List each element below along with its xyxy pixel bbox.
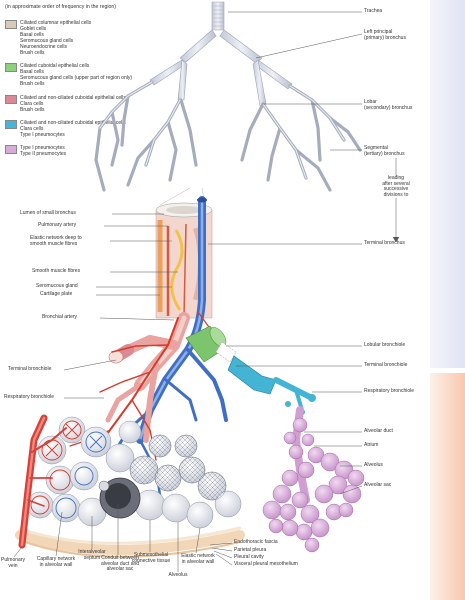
legend-line: Brush cells xyxy=(20,50,45,56)
legend-line: Brush cells xyxy=(20,81,45,87)
label-terminal-bronchiole-left: Terminal bronchiole xyxy=(8,366,52,372)
label-trachea: Trachea xyxy=(364,8,383,14)
legend-line: Ciliated and non-ciliated cuboidal epith… xyxy=(20,95,126,101)
legend-line: Ciliated cuboidal epithelial cells xyxy=(20,63,90,69)
label-alveolus-bottom: Alveolus xyxy=(168,572,188,578)
alveolar-duct-opening xyxy=(98,477,141,519)
label-lobular-bronchiole: Lobular bronchiole xyxy=(364,342,406,348)
legend-line: Type I pneumocytes xyxy=(20,145,65,151)
legend-line: Type I pneumocytes xyxy=(20,132,65,138)
label-cartilage-plate: Cartilage plate xyxy=(40,291,73,297)
pleura-layers xyxy=(15,526,245,558)
label-respiratory-bronchiole-left: Respiratory bronchiole xyxy=(4,394,55,400)
label-left-principal-bronchus: Left principal(primary) bronchus xyxy=(364,29,406,41)
label-atrium: Atrium xyxy=(364,442,379,448)
legend-line: Basal cells xyxy=(20,32,44,38)
legend-swatch xyxy=(5,120,17,129)
label-endothoracic-fascia: Endothoracic fascia xyxy=(234,539,278,545)
legend-line: Seromucous gland cells (upper part of re… xyxy=(20,75,133,81)
upper-airway-zone-band xyxy=(430,0,465,368)
legend-line: Seromucous gland cells xyxy=(20,38,74,44)
label-segmental-bronchus: Segmental(tertiary) bronchus xyxy=(364,145,405,157)
respiratory-bronchiole-segment xyxy=(227,355,316,415)
alveolar-sac-cluster xyxy=(262,406,365,553)
label-terminal-bronchiole-right: Terminal bronchiole xyxy=(364,362,408,368)
legend-swatch xyxy=(5,145,17,154)
label-pulmonary-artery: Pulmonary artery xyxy=(38,222,77,228)
label-smooth-muscle: Smooth muscle fibres xyxy=(32,268,81,274)
legend-line: Brush cells xyxy=(20,107,45,113)
label-bronchial-artery: Bronchial artery xyxy=(42,314,78,320)
legend-line: Type II pneumocytes xyxy=(20,151,67,157)
label-alveolar-duct: Alveolar duct xyxy=(364,428,393,434)
legend-line: Goblet cells xyxy=(20,26,47,32)
legend-line: Ciliated and non-ciliated cuboidal epith… xyxy=(20,120,126,126)
bronchial-tree xyxy=(149,1,293,107)
legend-swatch xyxy=(5,20,17,29)
respiratory-zone-band xyxy=(430,373,465,600)
legend-line: Clara cells xyxy=(20,101,44,107)
legend-text: Ciliated and non-ciliated cuboidal epith… xyxy=(20,95,126,113)
label-lobar-bronchus: Lobar(secondary) bronchus xyxy=(364,99,413,111)
label-respiratory-bronchiole-right: Respiratory bronchiole xyxy=(364,388,415,394)
legend-line: Basal cells xyxy=(20,69,44,75)
leader-lines xyxy=(13,11,400,572)
label-terminal-bronchus: Terminal bronchus xyxy=(364,240,405,246)
bronchial-branches xyxy=(94,80,362,192)
bronchial-branch-highlights xyxy=(99,81,345,179)
legend-line: Ciliated columnar epithelial cells xyxy=(20,20,92,26)
label-pleural-cavity: Pleural cavity xyxy=(234,554,264,560)
label-lumen-small-bronchus: Lumen of small bronchus xyxy=(20,210,76,216)
terminal-bronchiole-segment xyxy=(215,341,237,363)
legend-line: Neuroendocrine cells xyxy=(20,44,67,50)
legend-swatch xyxy=(5,95,17,104)
legend-swatch xyxy=(5,63,17,72)
capillary-network-blue xyxy=(55,431,107,519)
legend-header: (in approximate order of frequency in th… xyxy=(5,4,117,10)
label-seromucous-gland: Seromucous gland xyxy=(36,283,78,289)
bronchiole-cross-section xyxy=(108,350,124,364)
pulmonary-vein-vessel xyxy=(18,414,67,549)
label-visceral-pleural-mesothelium: Visceral pleural mesothelium xyxy=(234,561,298,567)
label-parietal-pleura: Parietal pleura xyxy=(234,547,267,553)
legend-line: Clara cells xyxy=(20,126,44,132)
label-alveolar-sac: Alveolar sac xyxy=(364,482,392,488)
legend-text: Ciliated and non-ciliated cuboidal epith… xyxy=(20,120,126,138)
label-alveolus-right: Alveolus xyxy=(364,462,383,468)
alveolar-elastic-mesh xyxy=(129,434,227,501)
